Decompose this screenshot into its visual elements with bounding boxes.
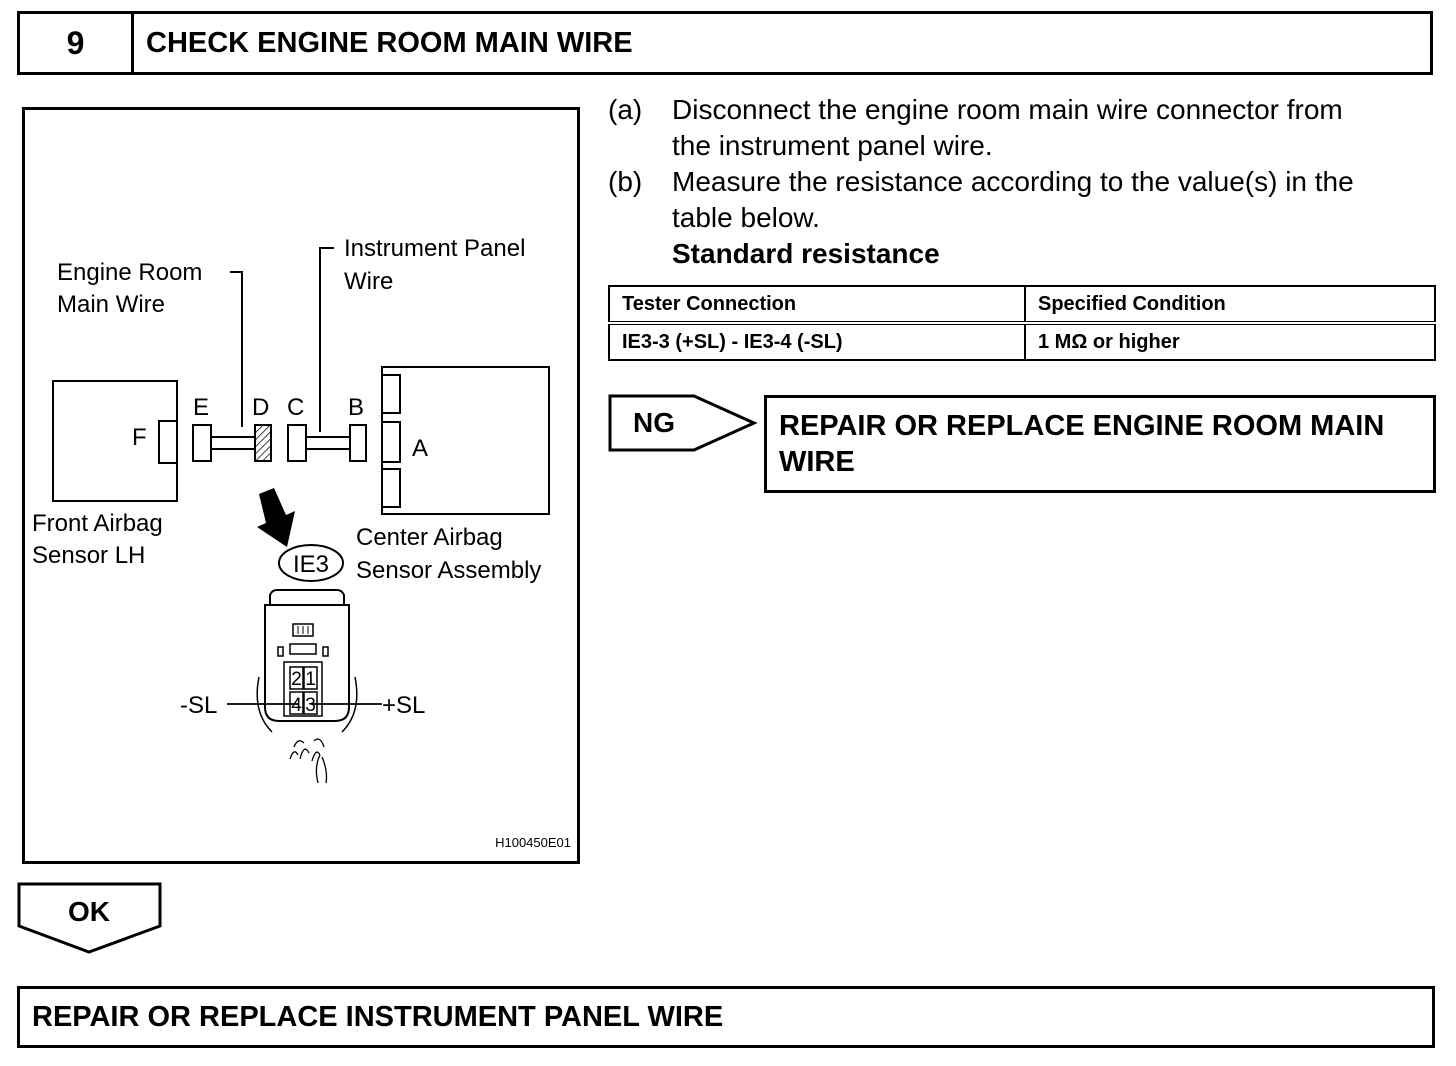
step-title: CHECK ENGINE ROOM MAIN WIRE [146,26,633,59]
letter-f: F [132,424,147,451]
connector-code: IE3 [293,551,329,578]
resistance-table: Tester Connection Specified Condition IE… [608,285,1436,361]
connector-b [349,424,367,462]
center-airbag-sensor-box [381,366,550,515]
engine-room-leader [230,271,243,427]
wiring-diagram: Engine Room Main Wire Instrument Panel W… [22,107,580,864]
instructions: (a) Disconnect the engine room main wire… [608,92,1438,272]
table-row: IE3-3 (+SL) - IE3-4 (-SL) 1 MΩ or higher [608,322,1436,361]
ng-result-box: REPAIR OR REPLACE ENGINE ROOM MAIN WIRE [764,395,1436,493]
instruction-b: (b) Measure the resistance according to … [608,164,1438,236]
pin-2: 2 [291,669,302,690]
step-header: 9 CHECK ENGINE ROOM MAIN WIRE [17,11,1433,75]
figure-id: H100450E01 [495,835,571,850]
letter-b: B [348,394,364,421]
ng-label: NG [633,407,675,438]
letter-e: E [193,394,209,421]
ok-label: OK [68,896,110,927]
connector-e [192,424,212,462]
instruction-a: (a) Disconnect the engine room main wire… [608,92,1438,164]
ok-result-box: REPAIR OR REPLACE INSTRUMENT PANEL WIRE [17,986,1435,1048]
center-sensor-connector-3 [381,468,401,508]
connector-front-view: 2 1 4 3 [256,589,358,784]
ng-result-line2: WIRE [779,446,855,478]
pin-4: 4 [291,695,302,716]
instruction-b-label: (b) [608,166,643,197]
instrument-panel-leader [319,247,334,432]
instruction-a-line2: the instrument panel wire. [672,130,993,161]
step-number: 9 [20,14,134,72]
table-cell-specified-condition: 1 MΩ or higher [1024,322,1436,361]
engine-room-label-line1: Engine Room [57,259,202,286]
table-header-row: Tester Connection Specified Condition [608,285,1436,325]
figure-border [22,107,580,864]
minus-sl-label: -SL [180,692,217,719]
center-sensor-label-line1: Center Airbag [356,524,503,551]
front-sensor-label-line1: Front Airbag [32,510,163,537]
engine-room-label-line2: Main Wire [57,291,165,318]
front-sensor-connector-f [158,420,178,464]
table-cell-tester-connection: IE3-3 (+SL) - IE3-4 (-SL) [608,322,1026,361]
ng-result-line1: REPAIR OR REPLACE ENGINE ROOM MAIN [779,410,1385,442]
instruction-b-line1: Measure the resistance according to the … [672,166,1354,197]
connector-c [287,424,307,462]
pointer-arrow [257,488,295,547]
instrument-panel-label-line1: Instrument Panel [344,235,525,262]
table-header-tester-connection: Tester Connection [608,285,1026,325]
connector-code-oval [278,544,344,582]
pin-1: 1 [305,669,316,690]
instrument-panel-label-line2: Wire [344,268,393,295]
pin-3: 3 [305,695,316,716]
letter-c: C [287,394,304,421]
standard-resistance-heading: Standard resistance [672,238,940,269]
letter-d: D [252,394,269,421]
center-sensor-connector-1 [381,374,401,414]
plus-sl-label: +SL [382,692,425,719]
letter-a: A [412,435,428,462]
instruction-a-label: (a) [608,94,643,125]
front-sensor-label-line2: Sensor LH [32,542,145,569]
center-sensor-connector-a [381,421,401,463]
table-header-specified-condition: Specified Condition [1024,285,1436,325]
instruction-a-line1: Disconnect the engine room main wire con… [672,94,1343,125]
center-sensor-label-line2: Sensor Assembly [356,557,541,584]
ok-arrow: OK [17,882,162,954]
instruction-b-line2: table below. [672,202,820,233]
ng-arrow: NG [608,394,758,452]
connector-d-hatched [254,424,272,462]
